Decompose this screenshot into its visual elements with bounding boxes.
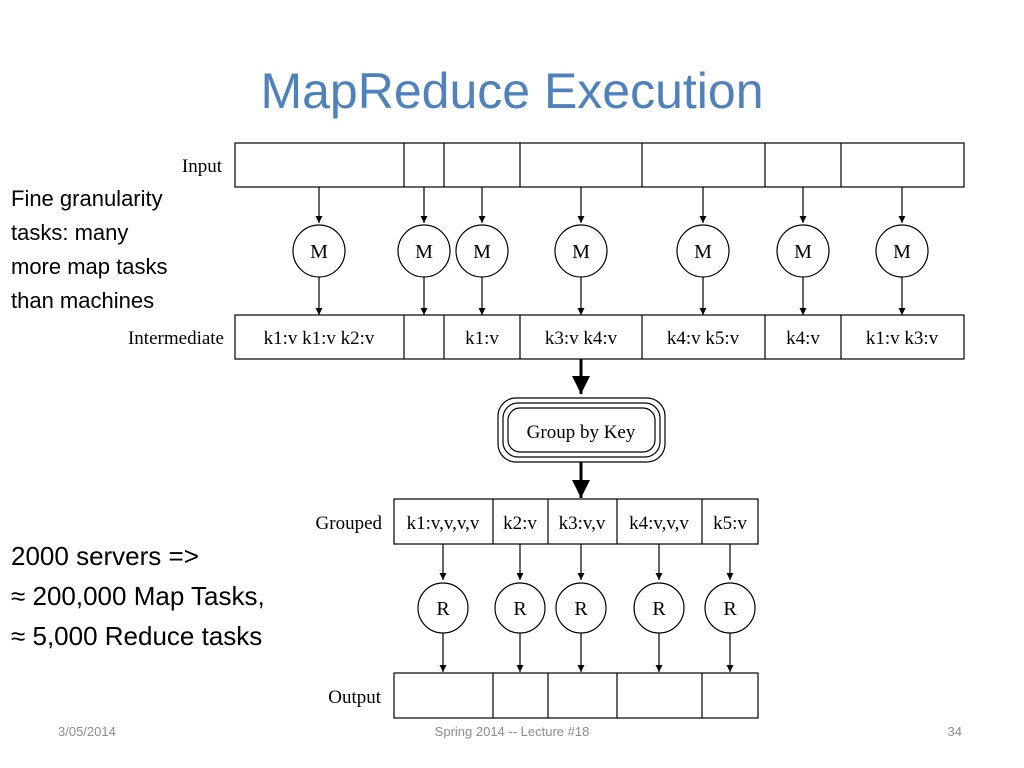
reduce-label: R — [652, 598, 666, 620]
reduce-label: R — [436, 598, 450, 620]
slide-title: MapReduce Execution — [260, 63, 764, 119]
output-row — [393, 672, 759, 719]
map-node: M — [776, 224, 830, 278]
reduce-label: R — [574, 598, 588, 620]
granularity-note: Fine granularity tasks: many more map ta… — [11, 182, 168, 318]
grouped-row-label: Grouped — [316, 513, 383, 534]
reduce-node: R — [633, 582, 685, 634]
reduce-tasks: R R R R R — [417, 582, 756, 634]
note-line: than machines — [11, 288, 155, 313]
intermediate-cell: k1:v k1:v k2:v — [264, 328, 375, 349]
reduce-input-arrows — [439, 544, 734, 580]
intermediate-cell: k1:v k3:v — [866, 328, 939, 349]
map-label: M — [893, 241, 911, 263]
reduce-output-arrows — [439, 633, 734, 672]
note-line: ≈ 5,000 Reduce tasks — [11, 621, 263, 651]
intermediate-cell: k4:v — [786, 328, 820, 349]
note-line: 2000 servers => — [11, 541, 199, 571]
intermediate-cell: k4:v k5:v — [667, 328, 740, 349]
output-row-label: Output — [328, 687, 382, 708]
grouped-cell: k1:v,v,v,v — [407, 513, 480, 534]
grouped-cell: k3:v,v — [559, 513, 606, 534]
reduce-node: R — [555, 582, 607, 634]
map-tasks: M M M M M M M — [292, 224, 929, 278]
map-label: M — [794, 241, 812, 263]
map-output-arrows — [315, 277, 906, 315]
task-count-note: 2000 servers => ≈ 200,000 Map Tasks, ≈ 5… — [11, 536, 265, 656]
grouped-row: k1:v,v,v,v k2:v k3:v,v k4:v,v,v k5:v — [393, 498, 759, 545]
footer-date: 3/05/2014 — [58, 724, 116, 739]
map-node: M — [676, 224, 730, 278]
grouped-cell: k4:v,v,v — [629, 513, 689, 534]
note-line: more map tasks — [11, 254, 168, 279]
map-node: M — [292, 224, 346, 278]
reduce-node: R — [704, 582, 756, 634]
input-row — [234, 142, 965, 188]
note-line: tasks: many — [11, 220, 129, 245]
page-number: 34 — [947, 724, 962, 739]
reduce-node: R — [494, 582, 546, 634]
reduce-label: R — [513, 598, 527, 620]
footer-lecture: Spring 2014 -- Lecture #18 — [434, 724, 590, 739]
map-node: M — [554, 224, 608, 278]
grouped-cell: k5:v — [713, 513, 747, 534]
intermediate-cell: k3:v k4:v — [545, 328, 618, 349]
note-line: Fine granularity — [11, 186, 163, 211]
group-by-key-box: Group by Key — [497, 397, 666, 463]
grouped-cell: k2:v — [503, 513, 537, 534]
map-label: M — [694, 241, 712, 263]
map-label: M — [415, 241, 433, 263]
note-line: ≈ 200,000 Map Tasks, — [11, 581, 265, 611]
reduce-label: R — [723, 598, 737, 620]
map-node: M — [397, 224, 451, 278]
map-input-arrows — [315, 187, 906, 223]
reduce-node: R — [417, 582, 469, 634]
map-label: M — [473, 241, 491, 263]
map-label: M — [572, 241, 590, 263]
map-node: M — [875, 224, 929, 278]
group-by-key-label: Group by Key — [527, 422, 636, 443]
intermediate-row: k1:v k1:v k2:v k1:v k3:v k4:v k4:v k5:v … — [234, 314, 965, 360]
map-label: M — [310, 241, 328, 263]
input-row-label: Input — [182, 156, 223, 177]
map-node: M — [455, 224, 509, 278]
intermediate-row-label: Intermediate — [128, 328, 224, 349]
intermediate-cell: k1:v — [465, 328, 499, 349]
